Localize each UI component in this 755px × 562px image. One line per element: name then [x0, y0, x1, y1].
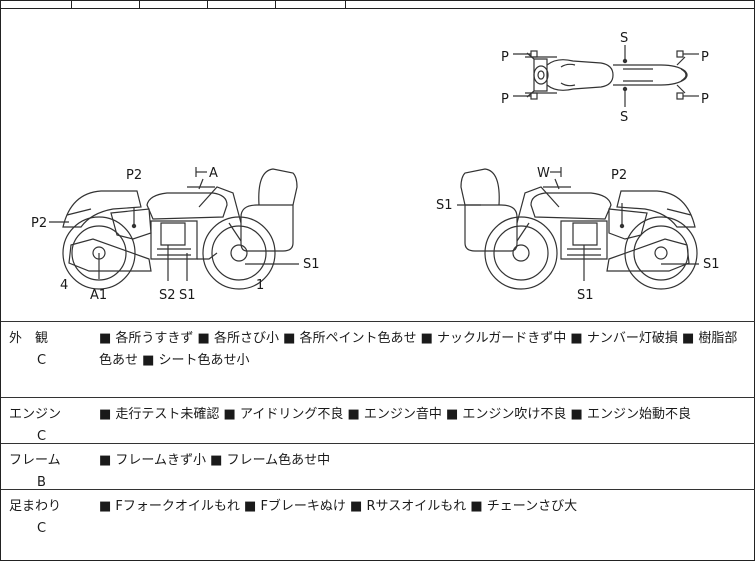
- category-grade: B: [37, 475, 46, 490]
- label-4: 4: [60, 278, 68, 293]
- label-seat-top: S: [620, 31, 628, 46]
- label-rear-right: P: [701, 92, 709, 107]
- label-s1-right: S1: [303, 257, 320, 272]
- category-grade: C: [37, 353, 47, 368]
- damage-diagram-panel: P P P P S S P2 A P2 S1 4 A1 S2 S1 1 W P2…: [1, 9, 755, 322]
- label-seat-bottom: S: [620, 110, 628, 125]
- label-p2-left: P2: [31, 216, 47, 231]
- table-cell-divider: [275, 1, 276, 9]
- label-rear-left: P: [701, 50, 709, 65]
- condition-notes: ■ Fフォークオイルもれ ■ Fブレーキぬけ ■ Rサスオイルもれ ■ チェーン…: [99, 499, 578, 514]
- row-category: 足まわり C: [9, 496, 81, 540]
- motorcycle-right-side-view: [457, 167, 699, 290]
- row-category: 外 観 C: [9, 328, 81, 372]
- category-grade: C: [37, 521, 47, 536]
- condition-notes: ■ 走行テスト未確認 ■ アイドリング不良 ■ エンジン音中 ■ エンジン吹け不…: [99, 407, 691, 422]
- label-a1: A1: [90, 288, 107, 303]
- condition-row-frame: フレーム B ■ フレームきず小 ■ フレーム色あせ中: [1, 444, 755, 490]
- category-grade: C: [37, 429, 47, 444]
- label-1: 1: [256, 278, 264, 293]
- motorcycle-top-view: [513, 45, 699, 107]
- label-s1-bottom: S1: [179, 288, 196, 303]
- category-name: 足まわり: [9, 499, 62, 514]
- label-s2: S2: [159, 288, 176, 303]
- category-name: フレーム: [9, 453, 61, 468]
- label-s1-left: S1: [436, 198, 453, 213]
- condition-notes: ■ 各所うすきず ■ 各所さび小 ■ 各所ペイント色あせ ■ ナックルガードきず…: [99, 331, 738, 368]
- label-s1-under: S1: [577, 288, 594, 303]
- table-cell-divider: [71, 1, 72, 9]
- label-s1-far-right: S1: [703, 257, 720, 272]
- category-name: エンジン: [9, 407, 62, 422]
- label-front-left: P: [501, 50, 509, 65]
- header-row-fragment: [1, 1, 755, 9]
- label-a-top: A: [209, 166, 218, 181]
- category-name: 外 観: [9, 331, 49, 346]
- motorcycle-left-side-view: [49, 167, 299, 290]
- condition-row-suspension: 足まわり C ■ Fフォークオイルもれ ■ Fブレーキぬけ ■ Rサスオイルもれ…: [1, 490, 755, 562]
- condition-row-exterior: 外 観 C ■ 各所うすきず ■ 各所さび小 ■ 各所ペイント色あせ ■ ナック…: [1, 322, 755, 398]
- label-p2-top: P2: [126, 168, 142, 183]
- label-w: W: [537, 166, 550, 181]
- damage-diagram: P P P P S S P2 A P2 S1 4 A1 S2 S1 1 W P2…: [31, 31, 720, 303]
- row-category: フレーム B: [9, 450, 81, 494]
- condition-row-engine: エンジン C ■ 走行テスト未確認 ■ アイドリング不良 ■ エンジン音中 ■ …: [1, 398, 755, 444]
- table-cell-divider: [139, 1, 140, 9]
- condition-notes: ■ フレームきず小 ■ フレーム色あせ中: [99, 453, 331, 468]
- diagram-labels: P P P P S S P2 A P2 S1 4 A1 S2 S1 1 W P2…: [31, 31, 720, 303]
- table-cell-divider: [207, 1, 208, 9]
- label-front-right: P: [501, 92, 509, 107]
- table-cell-divider: [345, 1, 346, 9]
- label-p2-right-view: P2: [611, 168, 627, 183]
- row-category: エンジン C: [9, 404, 81, 448]
